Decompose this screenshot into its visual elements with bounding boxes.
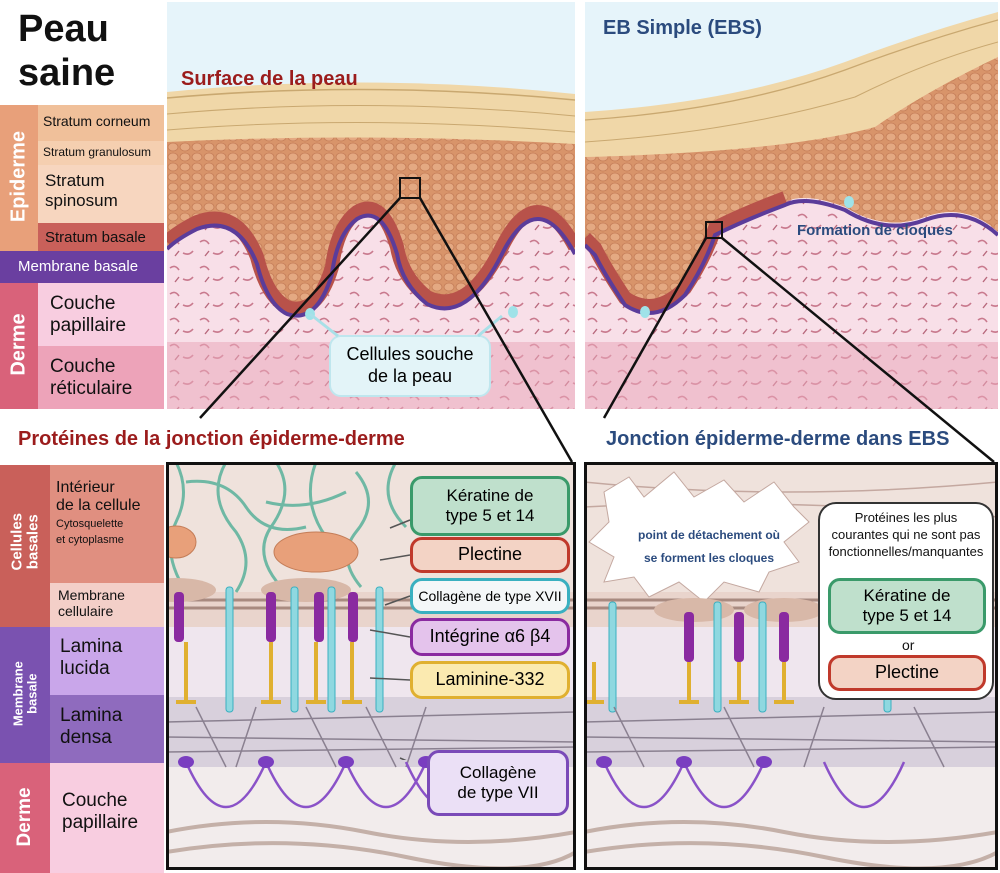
couche-papillaire-row — [38, 283, 164, 346]
lamina-densa-row — [50, 695, 164, 763]
interieur-row — [50, 465, 164, 583]
derme-label-bottom: Derme — [14, 787, 36, 847]
membrane-basale-label: Membrane basale — [18, 258, 139, 275]
couche-reticulaire-row — [38, 346, 164, 409]
surface-label: Surface de la peau — [181, 68, 358, 90]
ebs-keratin-label: Kératine de type 5 et 14 — [828, 578, 986, 634]
stratum-granulosum-row — [38, 141, 164, 165]
stratum-corneum-label: Stratum corneum — [43, 113, 151, 129]
collagen-xvii-label: Collagène de type XVII — [410, 578, 570, 614]
epiderme-band — [0, 105, 38, 251]
membrane-cellulaire-row — [50, 583, 164, 627]
cellules-basales-band — [0, 465, 50, 627]
ebs-skin-illustration — [585, 2, 998, 409]
laminin-label: Laminine-332 — [410, 661, 570, 699]
stratum-basale-label: Stratum basale — [45, 229, 146, 246]
interieur-label: Intérieur de la cellule Cytosquelette et… — [56, 479, 141, 547]
integrin-label: Intégrine α6 β4 — [410, 618, 570, 656]
keratin-label: Kératine de type 5 et 14 — [410, 476, 570, 536]
stratum-spinosum-label: Stratum spinosum — [45, 171, 118, 210]
missing-proteins-title: Protéines les plus courantes qui ne sont… — [828, 510, 984, 559]
plectin-label: Plectine — [410, 537, 570, 573]
membrane-cellulaire-label: Membrane cellulaire — [58, 587, 125, 620]
lamina-densa-label: Lamina densa — [60, 705, 123, 748]
couche-reticulaire-label: Couche réticulaire — [50, 356, 133, 399]
stem-cells-label: Cellules souche de la peau — [329, 335, 491, 397]
membrane-basale-band-bottom — [0, 627, 50, 763]
page-title: Peau saine — [18, 8, 116, 94]
couche-papillaire-label-bottom: Couche papillaire — [62, 790, 139, 833]
stratum-spinosum-row — [38, 165, 164, 223]
stem-cell-arrows — [309, 312, 503, 338]
stratum-corneum-row — [38, 105, 164, 141]
derme-band-bottom — [0, 763, 50, 873]
or-label: or — [902, 637, 915, 653]
ebs-title: EB Simple (EBS) — [603, 17, 762, 39]
stratum-basale-row — [38, 223, 164, 251]
stratum-granulosum-label: Stratum granulosum — [43, 145, 152, 159]
membrane-basale-row — [0, 251, 164, 283]
membrane-basale-label-bottom: Membrane basale — [10, 661, 39, 727]
cellules-basales-label: Cellules basales — [8, 512, 41, 571]
junction-proteins-title: Protéines de la jonction épiderme-derme — [18, 428, 405, 450]
detachment-label: point de détachement où se forment les c… — [637, 528, 780, 565]
couche-papillaire-label: Couche papillaire — [50, 293, 127, 336]
protein-arrows — [369, 519, 411, 760]
lamina-lucida-row — [50, 627, 164, 695]
ebs-junction-title: Jonction épiderme-derme dans EBS — [606, 428, 950, 450]
ebs-plectin-label: Plectine — [828, 655, 986, 691]
lamina-lucida-label: Lamina lucida — [60, 636, 123, 679]
couche-papillaire-row-bottom — [50, 763, 164, 873]
blister-label: Formation de cloques — [797, 222, 953, 239]
derme-band — [0, 283, 38, 409]
collagen-vii-label: Collagène de type VII — [427, 750, 569, 816]
